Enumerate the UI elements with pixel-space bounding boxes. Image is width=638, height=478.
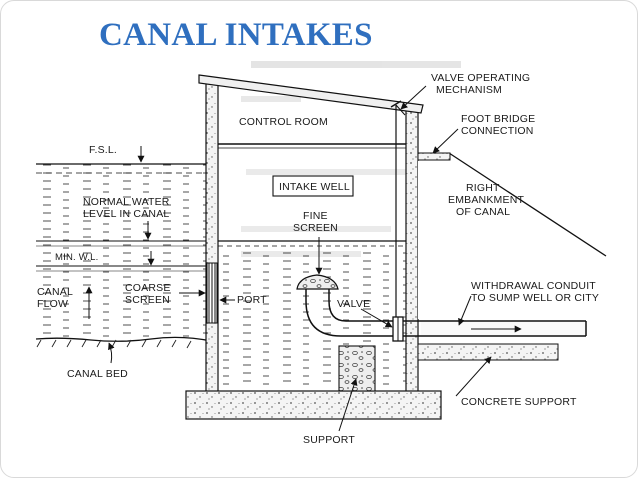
label-valve: VALVE	[337, 298, 370, 310]
label-right-embankment-2: EMBANKMENT	[448, 194, 524, 206]
label-valve-mechanism-2: MECHANISM	[436, 84, 502, 96]
valve-operating-rod	[390, 100, 406, 317]
label-concrete-support: CONCRETE SUPPORT	[461, 396, 577, 408]
coarse-screen	[206, 262, 218, 324]
leader-lines	[85, 85, 522, 432]
well-foundation	[185, 390, 442, 420]
label-control-room: CONTROL ROOM	[239, 116, 328, 128]
well-water	[218, 240, 406, 386]
label-normal-water-1: NORMAL WATER	[83, 196, 170, 208]
label-withdrawal-1: WITHDRAWAL CONDUIT	[471, 280, 596, 292]
label-right-embankment-1: RIGHT	[466, 182, 500, 194]
label-intake-well: INTAKE WELL	[279, 181, 350, 193]
fine-screen-bellmouth	[296, 274, 339, 290]
label-foot-bridge-2: CONNECTION	[461, 125, 534, 137]
label-canal-flow-2: FLOW	[37, 298, 68, 310]
label-support: SUPPORT	[303, 434, 355, 446]
label-right-embankment-3: OF CANAL	[456, 206, 510, 218]
label-port: PORT	[237, 294, 267, 306]
label-withdrawal-2: TO SUMP WELL OR CITY	[471, 292, 599, 304]
canal-bed-hatching	[36, 339, 192, 349]
withdrawal-pipe	[305, 287, 587, 337]
label-valve-mechanism-1: VALVE OPERATING	[431, 72, 530, 84]
canal-water	[36, 161, 211, 339]
label-fine-screen-2: SCREEN	[293, 222, 338, 234]
label-foot-bridge-1: FOOT BRIDGE	[461, 113, 535, 125]
label-coarse-screen-1: COARSE	[125, 282, 171, 294]
label-canal-bed: CANAL BED	[67, 368, 128, 380]
label-normal-water-2: LEVEL IN CANAL	[83, 208, 169, 220]
label-min-wl: MIN. W.L.	[55, 252, 99, 263]
label-coarse-screen-2: SCREEN	[125, 294, 170, 306]
label-fine-screen-1: FINE	[303, 210, 328, 222]
bend-support	[338, 345, 376, 392]
conduit-concrete-support	[417, 343, 559, 361]
slide-title: CANAL INTAKES	[99, 17, 373, 53]
canal-bed-line	[35, 336, 212, 342]
diagram-labels: VALVE OPERATING MECHANISM CONTROL ROOM F…	[37, 72, 599, 446]
label-fsl: F.S.L.	[89, 144, 117, 156]
label-canal-flow-1: CANAL	[37, 286, 73, 298]
